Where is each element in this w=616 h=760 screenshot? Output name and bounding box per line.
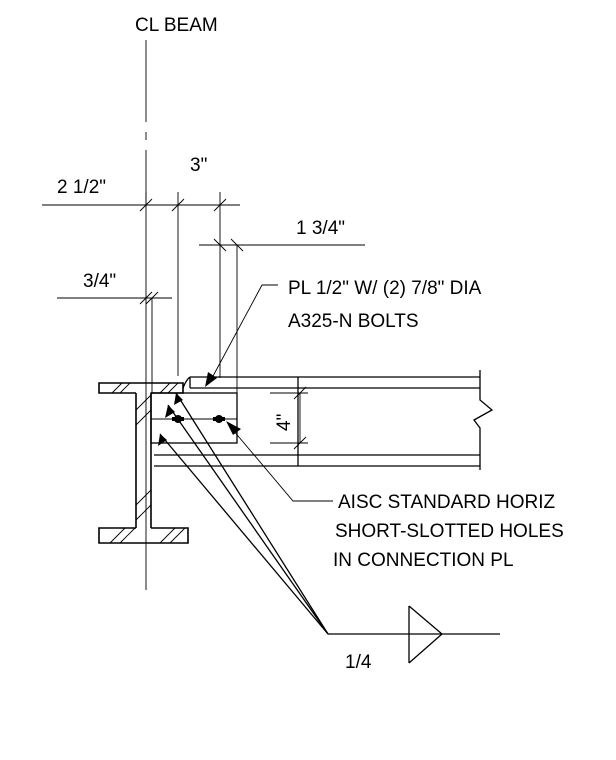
weld-size-label: 1/4 <box>345 652 372 673</box>
dim-4 <box>270 386 308 450</box>
cl-beam-label: CL BEAM <box>135 15 218 36</box>
plate-note-line1: PL 1/2" W/ (2) 7/8" DIA <box>288 278 482 299</box>
plate-note-leader <box>205 284 278 387</box>
dim-1-3-4-label: 1 3/4" <box>296 218 345 239</box>
holes-note-line2: SHORT-SLOTTED HOLES <box>335 521 564 542</box>
dim-3-4 <box>57 291 172 393</box>
plate-note-line2: A325-N BOLTS <box>288 311 419 332</box>
weld-symbol <box>158 392 500 664</box>
dim-2-half-label: 2 1/2" <box>57 177 106 198</box>
column-section <box>98 382 189 544</box>
holes-note-leader <box>226 421 333 502</box>
dim-1-3-4 <box>199 238 365 393</box>
holes-note-line3: IN CONNECTION PL <box>333 550 514 571</box>
dim-4-label: 4" <box>274 414 295 431</box>
bolt-right <box>213 415 225 423</box>
dim-3-label: 3" <box>190 155 207 176</box>
dim-3-4-label: 3/4" <box>83 271 116 292</box>
dim-2-half <box>42 192 240 378</box>
beam-elevation <box>154 370 494 470</box>
holes-note-line1: AISC STANDARD HORIZ <box>338 492 556 513</box>
